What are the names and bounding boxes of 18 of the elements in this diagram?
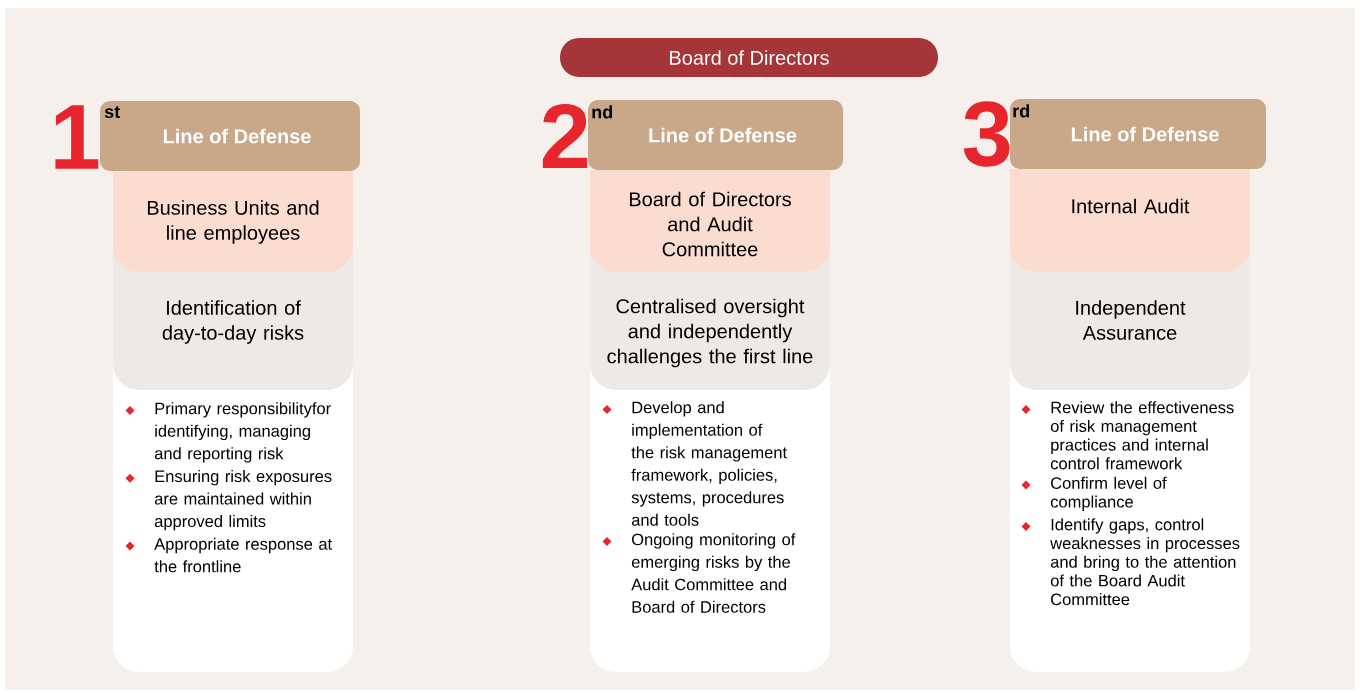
ordinal-suffix: st: [104, 106, 120, 119]
ordinal-suffix: nd: [592, 105, 612, 119]
ordinal-suffix: rd: [1013, 104, 1029, 118]
role-band: Internal Audit: [1010, 169, 1250, 272]
role-band: Business Units and line employees: [113, 171, 353, 272]
bullet-text: Ongoing monitoring of emerging risks by the Audit Committee and Board of Directors: [631, 533, 796, 613]
bullet-text: Confirm level of compliance: [1050, 476, 1167, 511]
bullet-text: Ensuring risk exposures are maintained within approved limits: [154, 470, 332, 531]
ordinal-number: 1: [55, 105, 99, 169]
role-band: Board of Directors and Audit Committee: [590, 170, 830, 272]
ordinal-number: 2: [542, 103, 588, 169]
bullet-text: Primary responsibilityfor identifying, managing and reporting risk: [154, 402, 331, 463]
bullet-text: Review the effectiveness of risk management practices and internal control framework: [1050, 401, 1234, 470]
bullet-text: Identify gaps, control weaknesses in processes and bring to the attention of the Board Audit Committee: [1050, 518, 1240, 606]
bullet-text: Develop and implementation of the risk management framework, policies, systems, procedures and tools: [631, 401, 787, 526]
bullet-text: Appropriate response at the frontline: [154, 537, 332, 573]
ordinal-number: 3: [963, 101, 1010, 167]
title-pill: Board of Directors: [560, 38, 938, 77]
